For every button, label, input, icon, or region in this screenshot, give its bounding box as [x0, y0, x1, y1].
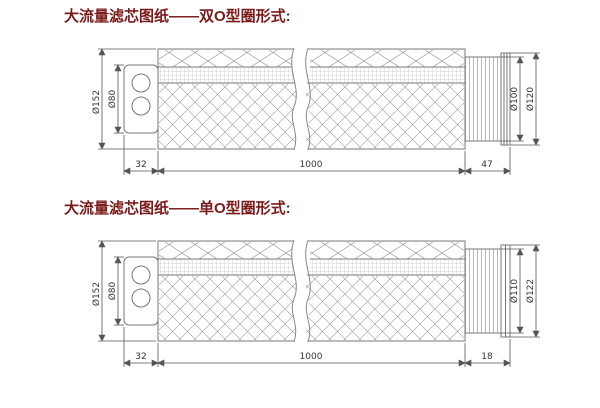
left-end-cap: [123, 64, 159, 134]
break-line-left: [291, 47, 297, 150]
dim-label-right-outer: Ø120: [525, 86, 536, 111]
port-hole-top: [131, 265, 151, 284]
dim-label-left-outer: Ø152: [91, 281, 102, 305]
dim-label-right-outer: Ø122: [525, 278, 536, 302]
dimensions-double: Ø152 Ø80 Ø100 Ø120 32 1000 47: [91, 48, 540, 175]
dim-label-left-inner: Ø80: [107, 89, 118, 108]
page: { "colors": { "title": "#7b1b1b", "objec…: [0, 8, 600, 408]
drawing-title-double: 大流量滤芯图纸——双O型圈形式:: [64, 8, 291, 25]
dim-label-bottom-left: 32: [135, 352, 146, 362]
dim-label-left-outer: Ø152: [91, 90, 102, 114]
top-lattice-band: [159, 49, 464, 67]
dim-label-bottom-middle: 1000: [300, 352, 323, 362]
dim-label-bottom-middle: 1000: [300, 160, 323, 170]
port-hole-top: [131, 73, 151, 93]
port-hole-bottom: [131, 288, 151, 307]
port-hole-bottom: [131, 96, 151, 116]
dim-label-right-inner: Ø100: [509, 86, 520, 111]
filter-cartridge-double: [123, 47, 511, 150]
top-lattice-band: [159, 241, 464, 259]
dim-label-bottom-left: 32: [135, 160, 146, 170]
threaded-section: [464, 56, 502, 142]
mesh-area: [159, 275, 464, 340]
dim-label-bottom-right: 47: [481, 160, 492, 170]
threaded-section: [464, 248, 502, 333]
technical-drawing-double-oring: Ø152 Ø80 Ø100 Ø120 32 1000 47: [91, 47, 540, 175]
section-single-oring: 大流量滤芯图纸——单O型圈形式:: [0, 200, 600, 384]
break-line-right: [305, 239, 311, 342]
break-line-fill: [291, 239, 311, 342]
dim-label-left-inner: Ø80: [107, 281, 118, 300]
break-line-right: [305, 47, 311, 150]
dim-label-bottom-right: 18: [481, 352, 493, 362]
break-line-fill: [291, 47, 311, 150]
mesh-area: [159, 83, 464, 148]
technical-drawing-single-oring: Ø152 Ø80 Ø110 Ø122 32 1000 18: [91, 239, 540, 367]
drawing-title-single: 大流量滤芯图纸——单O型圈形式:: [64, 199, 291, 217]
end-collar: [500, 52, 511, 146]
perforated-band: [159, 67, 464, 83]
section-double-oring: 大流量滤芯图纸——双O型圈形式:: [0, 8, 600, 192]
dimensions-single: Ø152 Ø80 Ø110 Ø122 32 1000 18: [91, 239, 540, 367]
break-line-left: [291, 239, 297, 342]
dim-label-right-inner: Ø110: [509, 278, 520, 303]
perforated-band: [159, 259, 464, 275]
filter-cartridge-single: [123, 239, 511, 342]
left-end-cap: [123, 256, 159, 325]
